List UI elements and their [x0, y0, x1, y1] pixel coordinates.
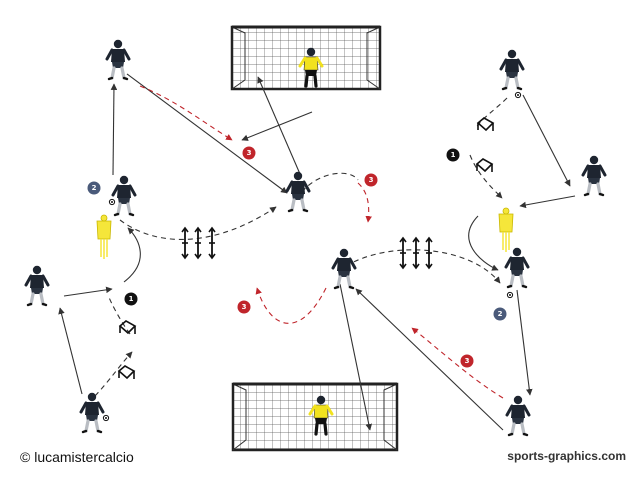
- badge-label: 3: [465, 357, 470, 365]
- run-line: [469, 154, 503, 199]
- player: [79, 391, 105, 434]
- shot-line: [139, 85, 233, 141]
- curved-run: [468, 215, 499, 271]
- badge-3-center: 3: [364, 173, 378, 187]
- badge-3-left: 3: [237, 300, 251, 314]
- run-line: [94, 351, 133, 397]
- shot-line: [357, 182, 372, 223]
- pass-line: [519, 195, 576, 209]
- player: [111, 174, 137, 217]
- pass-line: [126, 73, 288, 194]
- badge-label: 1: [451, 151, 456, 159]
- hurdles-left: [118, 320, 136, 380]
- mannequin-left: [96, 214, 112, 260]
- badge-label: 2: [498, 310, 503, 318]
- badge-1-left: 1: [124, 292, 138, 306]
- run-line: [301, 172, 359, 193]
- run-line: [119, 206, 277, 240]
- shot-line: [411, 327, 504, 399]
- curved-runs: [123, 215, 499, 283]
- curved-run: [123, 227, 141, 283]
- badge-2-left: 2: [87, 181, 101, 195]
- badge-3-bottom: 3: [460, 354, 474, 368]
- player: [24, 264, 50, 307]
- badge-label: 3: [369, 176, 374, 184]
- poles-right: [399, 237, 433, 269]
- pass-line: [516, 289, 533, 396]
- pass-lines: [58, 73, 576, 431]
- pass-line: [58, 307, 83, 395]
- player: [285, 170, 311, 213]
- poles-left: [181, 227, 216, 259]
- pass-line: [63, 286, 113, 297]
- badge-2-right: 2: [493, 307, 507, 321]
- badge-label: 3: [247, 149, 252, 157]
- shot-line: [255, 287, 327, 324]
- shot-lines: [139, 85, 504, 399]
- player: [499, 48, 525, 91]
- player: [331, 247, 357, 290]
- balls: [102, 91, 522, 422]
- badge-3-top: 3: [242, 146, 256, 160]
- badge-1-right: 1: [446, 148, 460, 162]
- pass-line: [241, 111, 313, 141]
- player: [505, 394, 531, 437]
- badge-label: 3: [242, 303, 247, 311]
- run-line: [107, 294, 131, 335]
- pass-line: [355, 288, 504, 431]
- website-link[interactable]: sports-graphics.com: [507, 449, 626, 463]
- pass-line: [110, 83, 118, 176]
- player: [504, 246, 530, 289]
- copyright-text: © lucamistercalcio: [20, 449, 134, 465]
- pass-line: [522, 94, 571, 187]
- pass-line: [257, 76, 301, 175]
- hurdles-right: [476, 117, 494, 173]
- badge-label: 1: [129, 295, 134, 303]
- player: [581, 154, 607, 197]
- player: [105, 38, 131, 81]
- run-lines: [94, 97, 508, 397]
- badge-label: 2: [92, 184, 97, 192]
- mannequin-right: [498, 207, 514, 253]
- pass-line: [339, 283, 373, 431]
